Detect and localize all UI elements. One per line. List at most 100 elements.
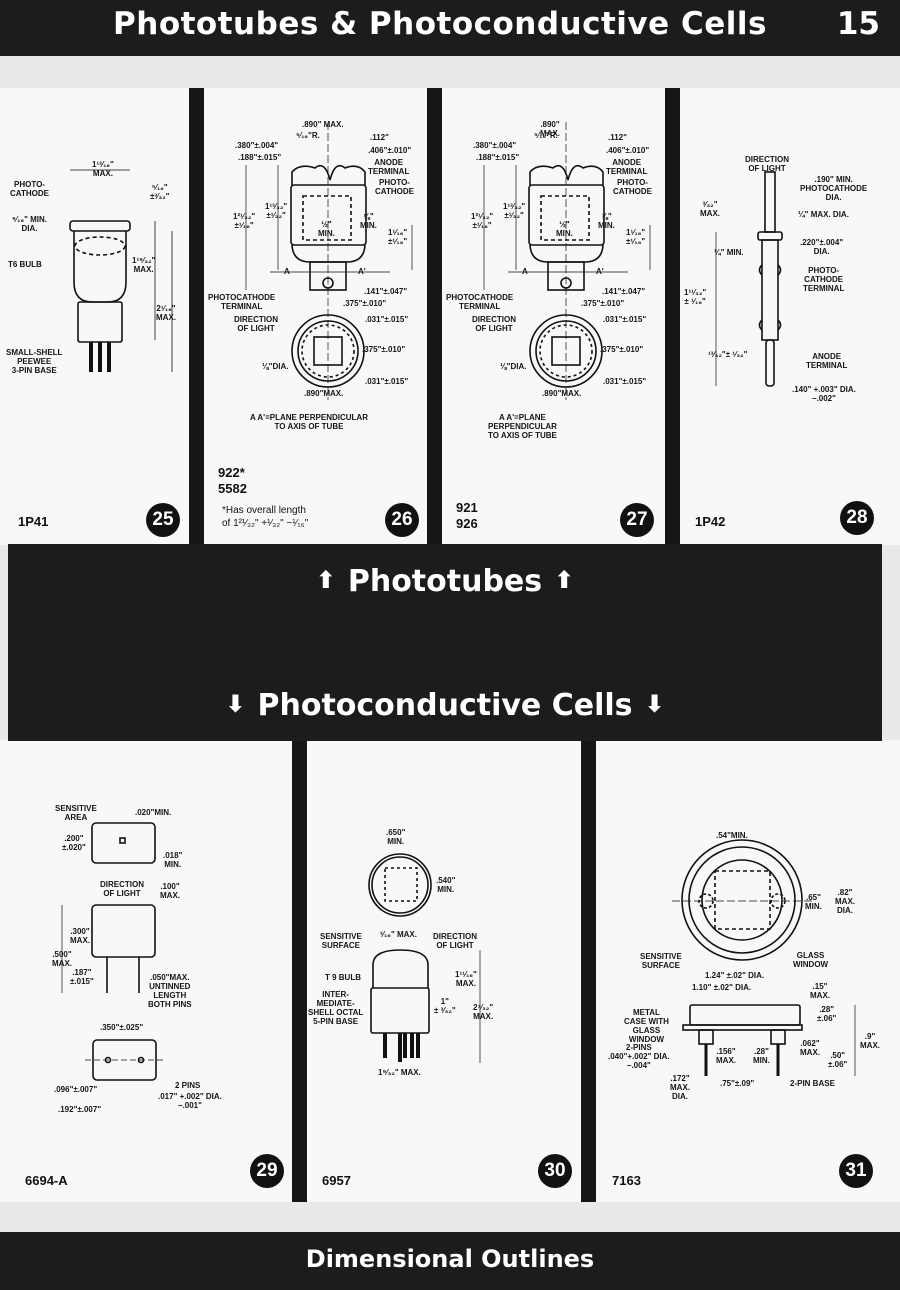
dim-label: ANODE TERMINAL: [806, 352, 848, 370]
dim-label: T 9 BULB: [325, 973, 361, 982]
dim-label: .380"±.004": [235, 141, 279, 150]
dim-label: ⅝" MIN.: [360, 212, 377, 230]
figure-number: 28: [840, 501, 874, 535]
page-header: Phototubes & Photoconductive Cells 15: [0, 0, 900, 56]
dim-label: 1⁹⁄₃₂" MAX.: [378, 1068, 421, 1077]
dim-label: .650" MIN.: [386, 828, 406, 846]
figure-number: 27: [620, 503, 654, 537]
dim-label: .406"±.010": [368, 146, 412, 155]
dim-label: A': [358, 267, 366, 276]
drawing-6957: [368, 853, 481, 1063]
dim-label: .500" MAX.: [52, 950, 72, 968]
dim-label: PHOTOCATHODE TERMINAL: [446, 293, 514, 311]
dim-label: ⁵⁄₁₆" ±³⁄₃₂": [150, 183, 170, 201]
divider-bar: [427, 88, 442, 545]
dim-label: .190" MIN. PHOTOCATHODE DIA.: [800, 175, 868, 202]
dim-label: SMALL-SHELL PEEWEE 3-PIN BASE: [6, 348, 63, 375]
dim-label: T6 BULB: [8, 260, 42, 269]
footer-title: Dimensional Outlines: [305, 1245, 595, 1273]
dim-label: 1¹⁄₁₆" ±¹⁄₁₆": [626, 228, 646, 246]
dim-label: 2⁷⁄₃₂" MAX.: [473, 1003, 494, 1021]
dim-label: 1¹³⁄₃₂" ±¹⁄₃₂": [503, 202, 526, 220]
dim-label: ½" MIN.: [556, 220, 573, 238]
dim-label: .112": [608, 133, 627, 142]
dim-label: 1¹¹⁄₃₂" ± ¹⁄₁₆": [684, 288, 707, 306]
dim-label: 1¹³⁄₃₂" ±¹⁄₃₂": [265, 202, 288, 220]
dim-label: 1¹⁄₁₆" ±¹⁄₁₆": [388, 228, 408, 246]
dim-label: .172" MAX. DIA.: [670, 1074, 690, 1101]
dim-label: ⁵⁄₁₆"R.: [534, 131, 558, 140]
dim-label: PHOTO- CATHODE: [375, 178, 414, 196]
dim-label: 1²¹⁄₃₂" ±¹⁄₁₆": [471, 212, 494, 230]
dim-label: SENSITIVE SURFACE: [320, 932, 362, 950]
divider-bar: [292, 740, 307, 1202]
dim-label: PHOTO- CATHODE: [613, 178, 652, 196]
dim-label: .75"±.09": [720, 1079, 755, 1088]
dim-label: GLASS WINDOW: [793, 951, 829, 969]
dim-label: .890" MAX.: [302, 120, 344, 129]
dim-label: ⅛"DIA.: [500, 362, 527, 371]
dim-label: ¼" MAX. DIA.: [798, 210, 849, 219]
dim-label: PHOTOCATHODE TERMINAL: [208, 293, 276, 311]
dim-label: .100" MAX.: [160, 882, 180, 900]
figure-number: 29: [250, 1154, 284, 1188]
dim-label: ³⁄₁₆" MAX.: [380, 930, 417, 939]
arrow-up-icon: ⬆: [315, 566, 336, 594]
section-photoconductive-cells: Photoconductive Cells: [257, 688, 633, 723]
dim-label: PHOTO- CATHODE TERMINAL: [803, 266, 845, 293]
dim-label: DIRECTION OF LIGHT: [472, 315, 516, 333]
plane-note: A A'=PLANE PERPENDICULAR TO AXIS OF TUBE: [250, 413, 368, 431]
divider-bar: [665, 88, 680, 545]
dim-label: SENSITIVE AREA: [55, 804, 97, 822]
figure-number: 30: [538, 1154, 572, 1188]
dim-label: .192"±.007": [58, 1105, 102, 1114]
tube-type: 1P42: [695, 514, 726, 529]
dim-label: ¹³⁄₃₂"± ¹⁄₃₂": [708, 350, 748, 359]
dim-label: .890"MAX.: [542, 389, 582, 398]
drawing-922: [245, 122, 413, 400]
panel-31: [596, 740, 900, 1202]
dim-label: .188"±.015": [238, 153, 282, 162]
dim-label: ⅞" MIN.: [598, 212, 615, 230]
dim-label: .406"±.010": [606, 146, 650, 155]
dim-label: ⁹⁄₁₆" MIN. DIA.: [12, 215, 47, 233]
tube-type: 6957: [322, 1173, 351, 1188]
arrow-down-icon: ⬇: [644, 690, 665, 718]
dim-label: 2-PIN BASE: [790, 1079, 835, 1088]
dim-label: 1" ± ³⁄₃₂": [434, 997, 456, 1015]
figure-number: 31: [839, 1154, 873, 1188]
dim-label: METAL CASE WITH GLASS WINDOW: [624, 1008, 669, 1044]
dim-label: .375"±.010": [362, 345, 406, 354]
arrow-down-icon: ⬇: [225, 690, 246, 718]
drawing-921: [483, 122, 651, 400]
dim-label: .540" MIN.: [436, 876, 456, 894]
dim-label: .54"MIN.: [716, 831, 748, 840]
arrow-up-icon: ⬆: [554, 566, 575, 594]
dim-label: DIRECTION OF LIGHT: [234, 315, 278, 333]
dim-label: A: [522, 267, 528, 276]
dim-label: .890" MAX.: [540, 120, 560, 138]
dim-label: ⅛"DIA.: [262, 362, 289, 371]
dim-label: .187" ±.015": [70, 968, 94, 986]
dim-label: .031"±.015": [365, 315, 409, 324]
figure-number: 25: [146, 503, 180, 537]
drawing-1p42: [715, 171, 783, 387]
drawing-1p41: [69, 169, 173, 372]
dim-label: DIRECTION OF LIGHT: [100, 880, 144, 898]
page-footer: Dimensional Outlines: [0, 1232, 900, 1290]
dim-label: .200" ±.020": [62, 834, 86, 852]
dim-label: ⁵⁄₁₆"R.: [296, 131, 320, 140]
dim-label: 1.10" ±.02" DIA.: [692, 983, 752, 992]
dim-label: .017" +.002" DIA. −.001": [158, 1092, 222, 1110]
dim-label: .375"±.010": [343, 299, 387, 308]
dim-label: A': [596, 267, 604, 276]
dim-label: .141"±.047": [602, 287, 646, 296]
plane-note: A A'=PLANE PERPENDICULAR TO AXIS OF TUBE: [488, 413, 557, 440]
panel-25: [0, 88, 189, 545]
footnote: *Has overall length of 1²¹⁄₃₂" +¹⁄₃₂" −¹…: [222, 505, 309, 529]
dim-label: 2-PINS .040"+.002" DIA. −.004": [608, 1043, 670, 1070]
dim-label: .50" ±.06": [828, 1051, 848, 1069]
dim-label: .141"±.047": [364, 287, 408, 296]
drawing-6694a: [61, 822, 165, 1081]
dim-label: INTER- MEDIATE- SHELL OCTAL 5-PIN BASE: [308, 990, 364, 1026]
